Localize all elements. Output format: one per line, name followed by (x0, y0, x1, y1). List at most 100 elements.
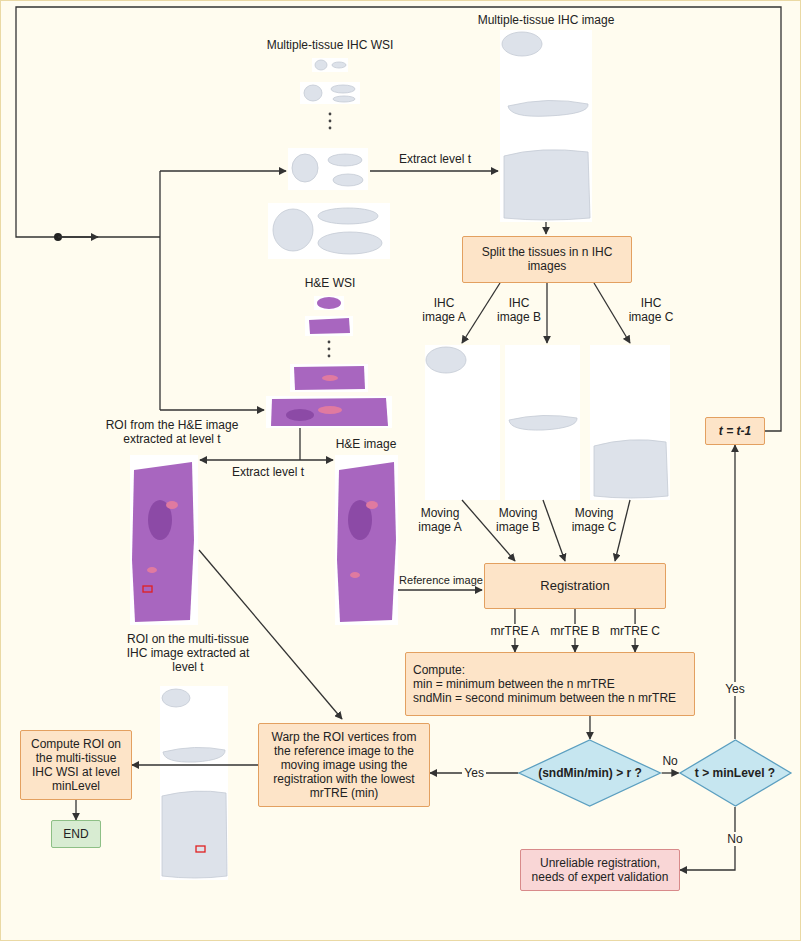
annotation-label: Moving image B (493, 506, 543, 534)
dispatch-line (58, 171, 160, 410)
illustration-part (315, 60, 327, 70)
illustration-part (130, 455, 198, 625)
illustration-part (318, 232, 382, 254)
input-arrow (160, 170, 286, 171)
annotation-label: Multiple-tissue IHC WSI (267, 38, 394, 52)
illustration-part (332, 62, 346, 68)
flow-arrow (662, 772, 679, 773)
ihc-image-c (590, 345, 670, 500)
illustration-part (329, 120, 332, 123)
annotation-label: Extract level t (232, 465, 304, 479)
extract-arrow (200, 459, 300, 460)
illustration-part (312, 58, 348, 72)
edge-label: Yes (723, 682, 747, 696)
annotation-label: H&E WSI (305, 276, 356, 290)
moving-arrow (615, 500, 630, 561)
terminal-box: END (51, 820, 101, 848)
reference-arrow (398, 589, 482, 590)
illustration-part (500, 30, 592, 222)
illustration-part (196, 846, 205, 852)
process-box: Warp the ROI vertices from the reference… (258, 723, 430, 807)
annotation-label: Moving image C (569, 506, 619, 534)
node-text: END (63, 827, 88, 841)
node-text: t = t-1 (719, 424, 751, 438)
illustration-part (271, 398, 388, 426)
node-text: Unreliable registration, needs of expert… (528, 856, 672, 884)
he-image (335, 455, 398, 625)
annotation-label: ROI on the multi-tissue IHC image extrac… (126, 632, 250, 674)
illustration-part (508, 100, 588, 116)
annotation-label: Reference image (399, 573, 483, 587)
illustration-part (328, 355, 331, 358)
illustration-part (266, 396, 392, 428)
flow-arrow (545, 222, 546, 234)
ihc-pyramid (268, 58, 390, 259)
split-arrow (594, 283, 630, 343)
illustration-part (317, 297, 341, 309)
node-text: t > minLevel ? (695, 766, 775, 780)
diamond-shape (680, 740, 791, 806)
illustration-part (162, 791, 227, 878)
flow-arrow (75, 800, 76, 820)
illustration-part (504, 150, 590, 220)
node-text: Registration (540, 579, 609, 593)
alert-box: Unreliable registration, needs of expert… (520, 849, 680, 891)
illustration-part (329, 113, 332, 116)
illustration-part (594, 440, 668, 498)
illustration-part (288, 148, 368, 190)
illustration-part (305, 316, 353, 336)
edge-label: mrTRE C (608, 624, 662, 638)
flow-arrow (132, 764, 258, 765)
annotation-label: IHC image C (626, 296, 676, 324)
illustration-part (147, 567, 157, 573)
node-text: Compute: (413, 663, 687, 677)
edge-label: mrTRE A (489, 624, 542, 638)
he-roi-image (130, 455, 198, 625)
multi-tissue-ihc-image (500, 30, 592, 222)
illustration-part (318, 208, 378, 224)
decision-diamond: (sndMin/min) > r ? (518, 739, 661, 807)
diamond-shape (519, 740, 660, 806)
annotation-label: ROI from the H&E image extracted at leve… (102, 418, 242, 446)
decision-diamond: t > minLevel ? (679, 739, 792, 807)
illustration-part (314, 296, 344, 310)
illustration-part (333, 174, 363, 186)
process-box: Registration (484, 563, 666, 609)
illustration-part (322, 375, 338, 381)
ihc-roi-image (160, 686, 228, 880)
node-text: sndMin = second minimum between the n mr… (413, 691, 687, 705)
illustration-part (286, 409, 314, 421)
illustration-part (331, 85, 355, 93)
illustration-part (290, 364, 368, 392)
process-box: Split the tissues in n IHC images (462, 236, 632, 283)
process-box: Compute:min = minimum between the n mrTR… (405, 652, 695, 716)
illustration-part (509, 415, 577, 430)
illustration-part (300, 82, 360, 104)
illustration-part (328, 348, 331, 351)
ihc-image-a (425, 345, 500, 500)
illustration-part (590, 345, 670, 500)
ihc-image-b (505, 345, 580, 500)
edge-label: mrTRE B (548, 624, 601, 638)
node-text: Compute ROI on the multi-tissue IHC WSI … (28, 737, 124, 793)
annotation-label: IHC image A (419, 296, 469, 324)
process-box: t = t-1 (705, 417, 765, 445)
moving-arrow (543, 500, 565, 561)
he-pyramid (266, 296, 392, 428)
process-box: Compute ROI on the multi-tissue IHC WSI … (20, 730, 132, 800)
illustration-part (328, 341, 331, 344)
annotation-label: Moving image A (415, 506, 465, 534)
illustration-part (294, 366, 365, 390)
split-arrow (462, 283, 500, 343)
illustration-part (292, 154, 318, 182)
flow-arrow (589, 716, 590, 739)
illustration-part (425, 345, 500, 500)
illustration-part (502, 32, 542, 56)
illustration-part (318, 406, 342, 414)
annotation-label: Extract level t (399, 152, 471, 166)
illustration-part (163, 747, 225, 762)
extract-arrow (300, 459, 333, 460)
extract-line (299, 428, 300, 460)
illustration-part (304, 85, 322, 101)
